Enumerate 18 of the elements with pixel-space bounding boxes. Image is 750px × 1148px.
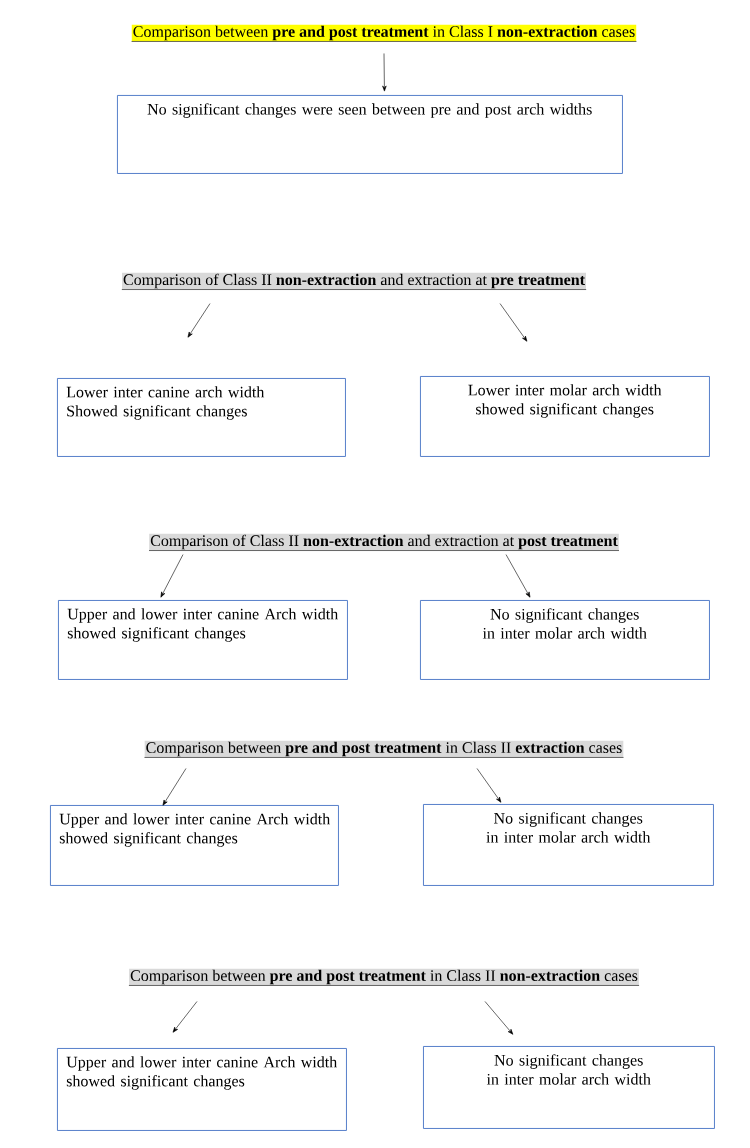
result-box: Upper and lower inter canine Arch width showed significant changes	[58, 600, 348, 680]
arrow	[382, 53, 387, 92]
arrow	[172, 1001, 198, 1033]
arrow	[499, 303, 528, 342]
arrow	[160, 554, 184, 598]
result-box: No significant changes were seen between pre and post arch widths	[117, 95, 623, 174]
arrow	[187, 303, 211, 338]
result-box: No significant changes in inter molar arch width	[423, 1046, 715, 1129]
arrow	[505, 554, 531, 598]
arrow	[484, 1001, 514, 1035]
result-box: Upper and lower inter canine Arch width showed significant changes	[50, 805, 339, 886]
arrow	[162, 768, 187, 806]
result-box: No significant changes in inter molar arch width	[420, 600, 710, 680]
result-box: No significant changes in inter molar arch width	[423, 804, 714, 886]
result-box: Lower inter canine arch width Showed significant changes	[57, 378, 346, 457]
arrow	[476, 768, 502, 803]
result-box: Upper and lower inter canine Arch width showed significant changes	[57, 1048, 347, 1131]
result-box: Lower inter molar arch width showed significant changes	[420, 376, 710, 457]
